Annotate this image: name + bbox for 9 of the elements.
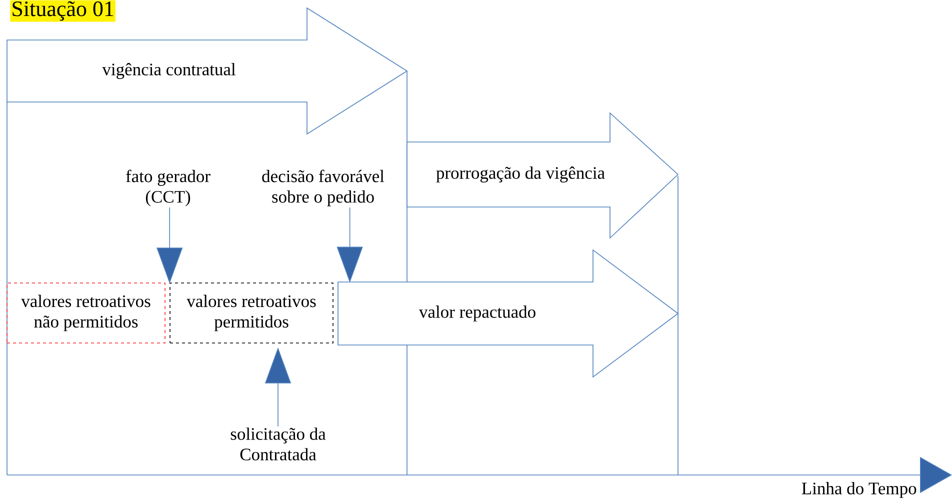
dashed-box: valores retroativos não permitidos: [6, 282, 166, 344]
title: Situação 01: [10, 0, 116, 22]
period-block: valor repactuado: [338, 249, 679, 378]
event-text: solicitação da Contratada: [230, 428, 326, 460]
axis-label: Linha do Tempo: [802, 482, 916, 498]
event-text: fato gerador (CCT): [126, 170, 210, 206]
dashed-box: valores retroativos permitidos: [170, 282, 334, 344]
event-text: decisão favorável sobre o pedido: [262, 170, 384, 206]
period-block: prorrogação da vigência: [406, 112, 679, 239]
